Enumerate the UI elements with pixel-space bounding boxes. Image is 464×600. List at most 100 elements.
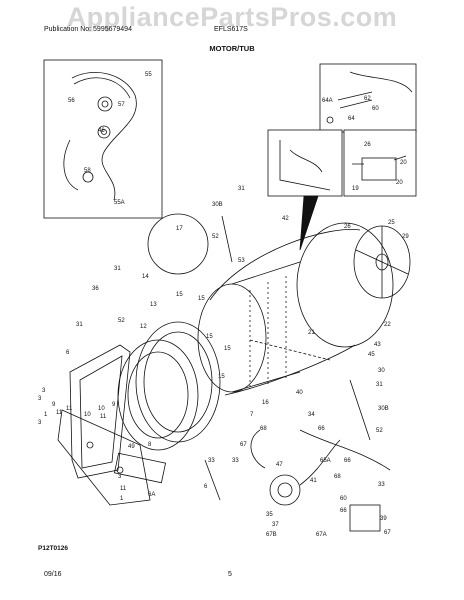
callout-label: 21 [308, 330, 315, 336]
callout-label: 3 [38, 420, 42, 426]
callout-label: 15 [224, 346, 231, 352]
diagram-code: P12T0126 [38, 545, 68, 552]
callout-label: 31 [114, 266, 121, 272]
callout-label: 35 [266, 512, 273, 518]
callout-balloon [147, 213, 209, 275]
callout-label: 52 [376, 428, 383, 434]
callout-label: 20 [396, 180, 403, 186]
callout-label: 8 [148, 442, 152, 448]
callout-label: 56 [68, 98, 75, 104]
publication-number: Publication No: 5995679494 [44, 26, 132, 33]
site-watermark: AppliancePartsPros.com [66, 2, 398, 32]
callout-label: 1 [120, 496, 124, 502]
callout-label: 36 [92, 286, 99, 292]
callout-label: 10 [84, 412, 91, 418]
callout-label: 34 [308, 412, 315, 418]
callout-label: 19 [352, 186, 359, 192]
callout-label: 15 [176, 292, 183, 298]
pump-motor [349, 504, 381, 532]
callout-label: 60 [340, 496, 347, 502]
callout-label: 67 [240, 442, 247, 448]
callout-label: 33 [232, 458, 239, 464]
revision-date: 09/16 [44, 571, 62, 578]
callout-label: 41 [310, 478, 317, 484]
callout-labels: 55 56 57 46 58 55A 64A 62 60 64 26 20 19… [38, 72, 409, 538]
callout-label: 25 [388, 220, 395, 226]
callout-label: 1 [44, 412, 48, 418]
callout-label: 11 [66, 406, 73, 412]
callout-label: 9 [112, 402, 116, 408]
page-number: 5 [228, 571, 232, 578]
callout-label: 58 [84, 168, 91, 174]
callout-label: 68 [260, 426, 267, 432]
inset-pump-connection [267, 129, 343, 197]
callout-label: 7 [250, 412, 254, 418]
callout-label: 12 [140, 324, 147, 330]
callout-label: 15 [206, 334, 213, 340]
callout-label: 64A [322, 98, 333, 104]
callout-label: 29 [402, 234, 409, 240]
callout-label: 10 [98, 406, 105, 412]
callout-label: 11 [56, 410, 63, 416]
callout-label: 11 [120, 486, 127, 492]
callout-label: 52 [118, 318, 125, 324]
callout-label: 31 [238, 186, 245, 192]
inset-clamp [319, 63, 417, 133]
callout-label: 30 [378, 368, 385, 374]
page-title: MOTOR/TUB [209, 44, 255, 53]
callout-label: 6 [204, 484, 208, 490]
callout-label: 67 [384, 530, 391, 536]
callout-label: 40 [296, 390, 303, 396]
model-number: EFLS617S [214, 26, 248, 33]
callout-label: 14 [142, 274, 149, 280]
callout-label: 9 [52, 402, 56, 408]
callout-label: 3 [38, 396, 42, 402]
callout-label: 6 [66, 350, 70, 356]
callout-label: 53 [238, 258, 245, 264]
callout-label: 6A [148, 492, 155, 498]
inset-motor-bracket [343, 129, 417, 197]
door-boot [117, 339, 199, 451]
callout-label: 39 [380, 516, 387, 522]
callout-label: 65A [320, 458, 331, 464]
callout-label: 15 [198, 296, 205, 302]
callout-label: 47 [276, 462, 283, 468]
callout-label: 30B [212, 202, 223, 208]
callout-label: 37 [272, 522, 279, 528]
callout-label: 17 [176, 226, 183, 232]
outer-tub-rear [296, 222, 394, 348]
callout-label: 16 [262, 400, 269, 406]
callout-label: 43 [374, 342, 381, 348]
callout-label: 33 [378, 482, 385, 488]
callout-label: 13 [150, 302, 157, 308]
counterweight [113, 452, 167, 484]
callout-label: 62 [364, 96, 371, 102]
lower-bracket [57, 409, 151, 506]
callout-label: 55A [114, 200, 125, 206]
front-frame [69, 344, 131, 479]
callout-label: 33 [208, 458, 215, 464]
callout-label: 55 [145, 72, 152, 78]
callout-label: 66 [344, 458, 351, 464]
callout-label: 42 [282, 216, 289, 222]
callout-label: 66 [340, 508, 347, 514]
callout-label: 46 [98, 128, 105, 134]
callout-label: 30B [378, 406, 389, 412]
callout-label: 31 [76, 322, 83, 328]
callout-label: 49 [128, 444, 135, 450]
callout-label: 31 [376, 382, 383, 388]
front-tub [135, 321, 221, 443]
callout-label: 68 [334, 474, 341, 480]
callout-label: 15 [218, 374, 225, 380]
callout-label: 20 [400, 160, 407, 166]
callout-label: 66 [318, 426, 325, 432]
callout-label: 67B [266, 532, 277, 538]
callout-label: 11 [100, 414, 107, 420]
inset-harness [43, 59, 163, 219]
callout-label: 26 [364, 142, 371, 148]
callout-label: 3 [118, 474, 122, 480]
callout-label: 45 [368, 352, 375, 358]
callout-label: 3 [42, 388, 46, 394]
callout-label: 60 [372, 106, 379, 112]
